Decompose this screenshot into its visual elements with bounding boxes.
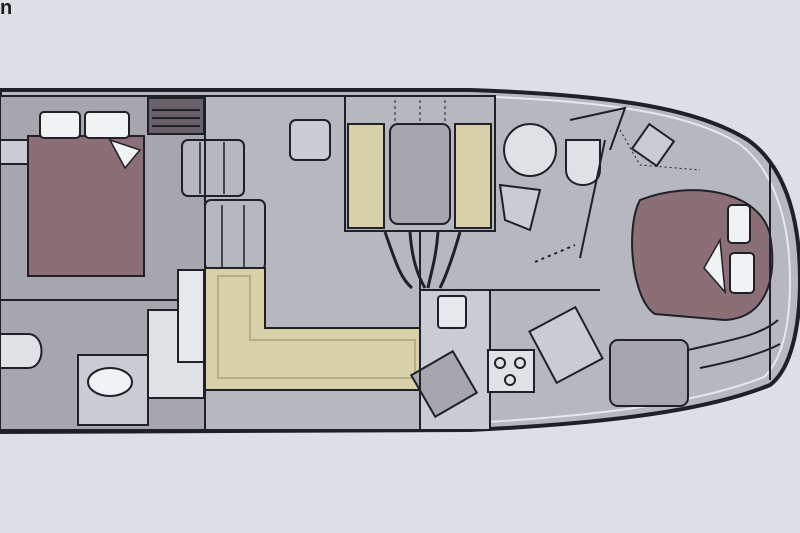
forward-toilet	[565, 139, 601, 186]
saloon-fixture	[289, 119, 331, 161]
forward-head	[498, 106, 627, 263]
hob-burner-1	[494, 357, 506, 369]
aft-pillow-left	[39, 111, 81, 139]
forward-shower-icon	[503, 123, 557, 177]
hob-burner-3	[504, 374, 516, 386]
forward-seat	[609, 339, 689, 407]
forward-locker-diamond	[630, 122, 676, 168]
galley-sink-icon	[437, 295, 467, 329]
dinette-table	[389, 123, 451, 225]
steps-hatch	[147, 97, 205, 135]
helm-seat-upper	[181, 139, 245, 197]
hob-burner-2	[514, 357, 526, 369]
saloon	[181, 95, 421, 431]
dinette-seat-left	[347, 123, 385, 229]
forward-pillow-top	[727, 204, 751, 244]
forward-cabin	[609, 122, 781, 407]
aft-locker	[0, 139, 29, 165]
galley	[409, 289, 604, 431]
dinette	[344, 95, 496, 290]
galley-counter-block	[409, 349, 479, 419]
aft-toilet	[0, 333, 43, 369]
aft-cabin	[0, 95, 206, 302]
galley-fridge	[528, 305, 604, 385]
forward-washbasin	[498, 183, 542, 232]
aft-sink-icon	[87, 367, 133, 397]
aft-head	[0, 269, 206, 431]
companion-steps	[383, 231, 462, 290]
helm-seat-lower	[204, 199, 266, 271]
dinette-seat-right	[454, 123, 492, 229]
forward-pillow-bottom	[729, 252, 755, 294]
aft-pillow-right	[84, 111, 130, 139]
bulkheads	[204, 96, 600, 430]
page-heading-fragment: n	[0, 0, 13, 19]
